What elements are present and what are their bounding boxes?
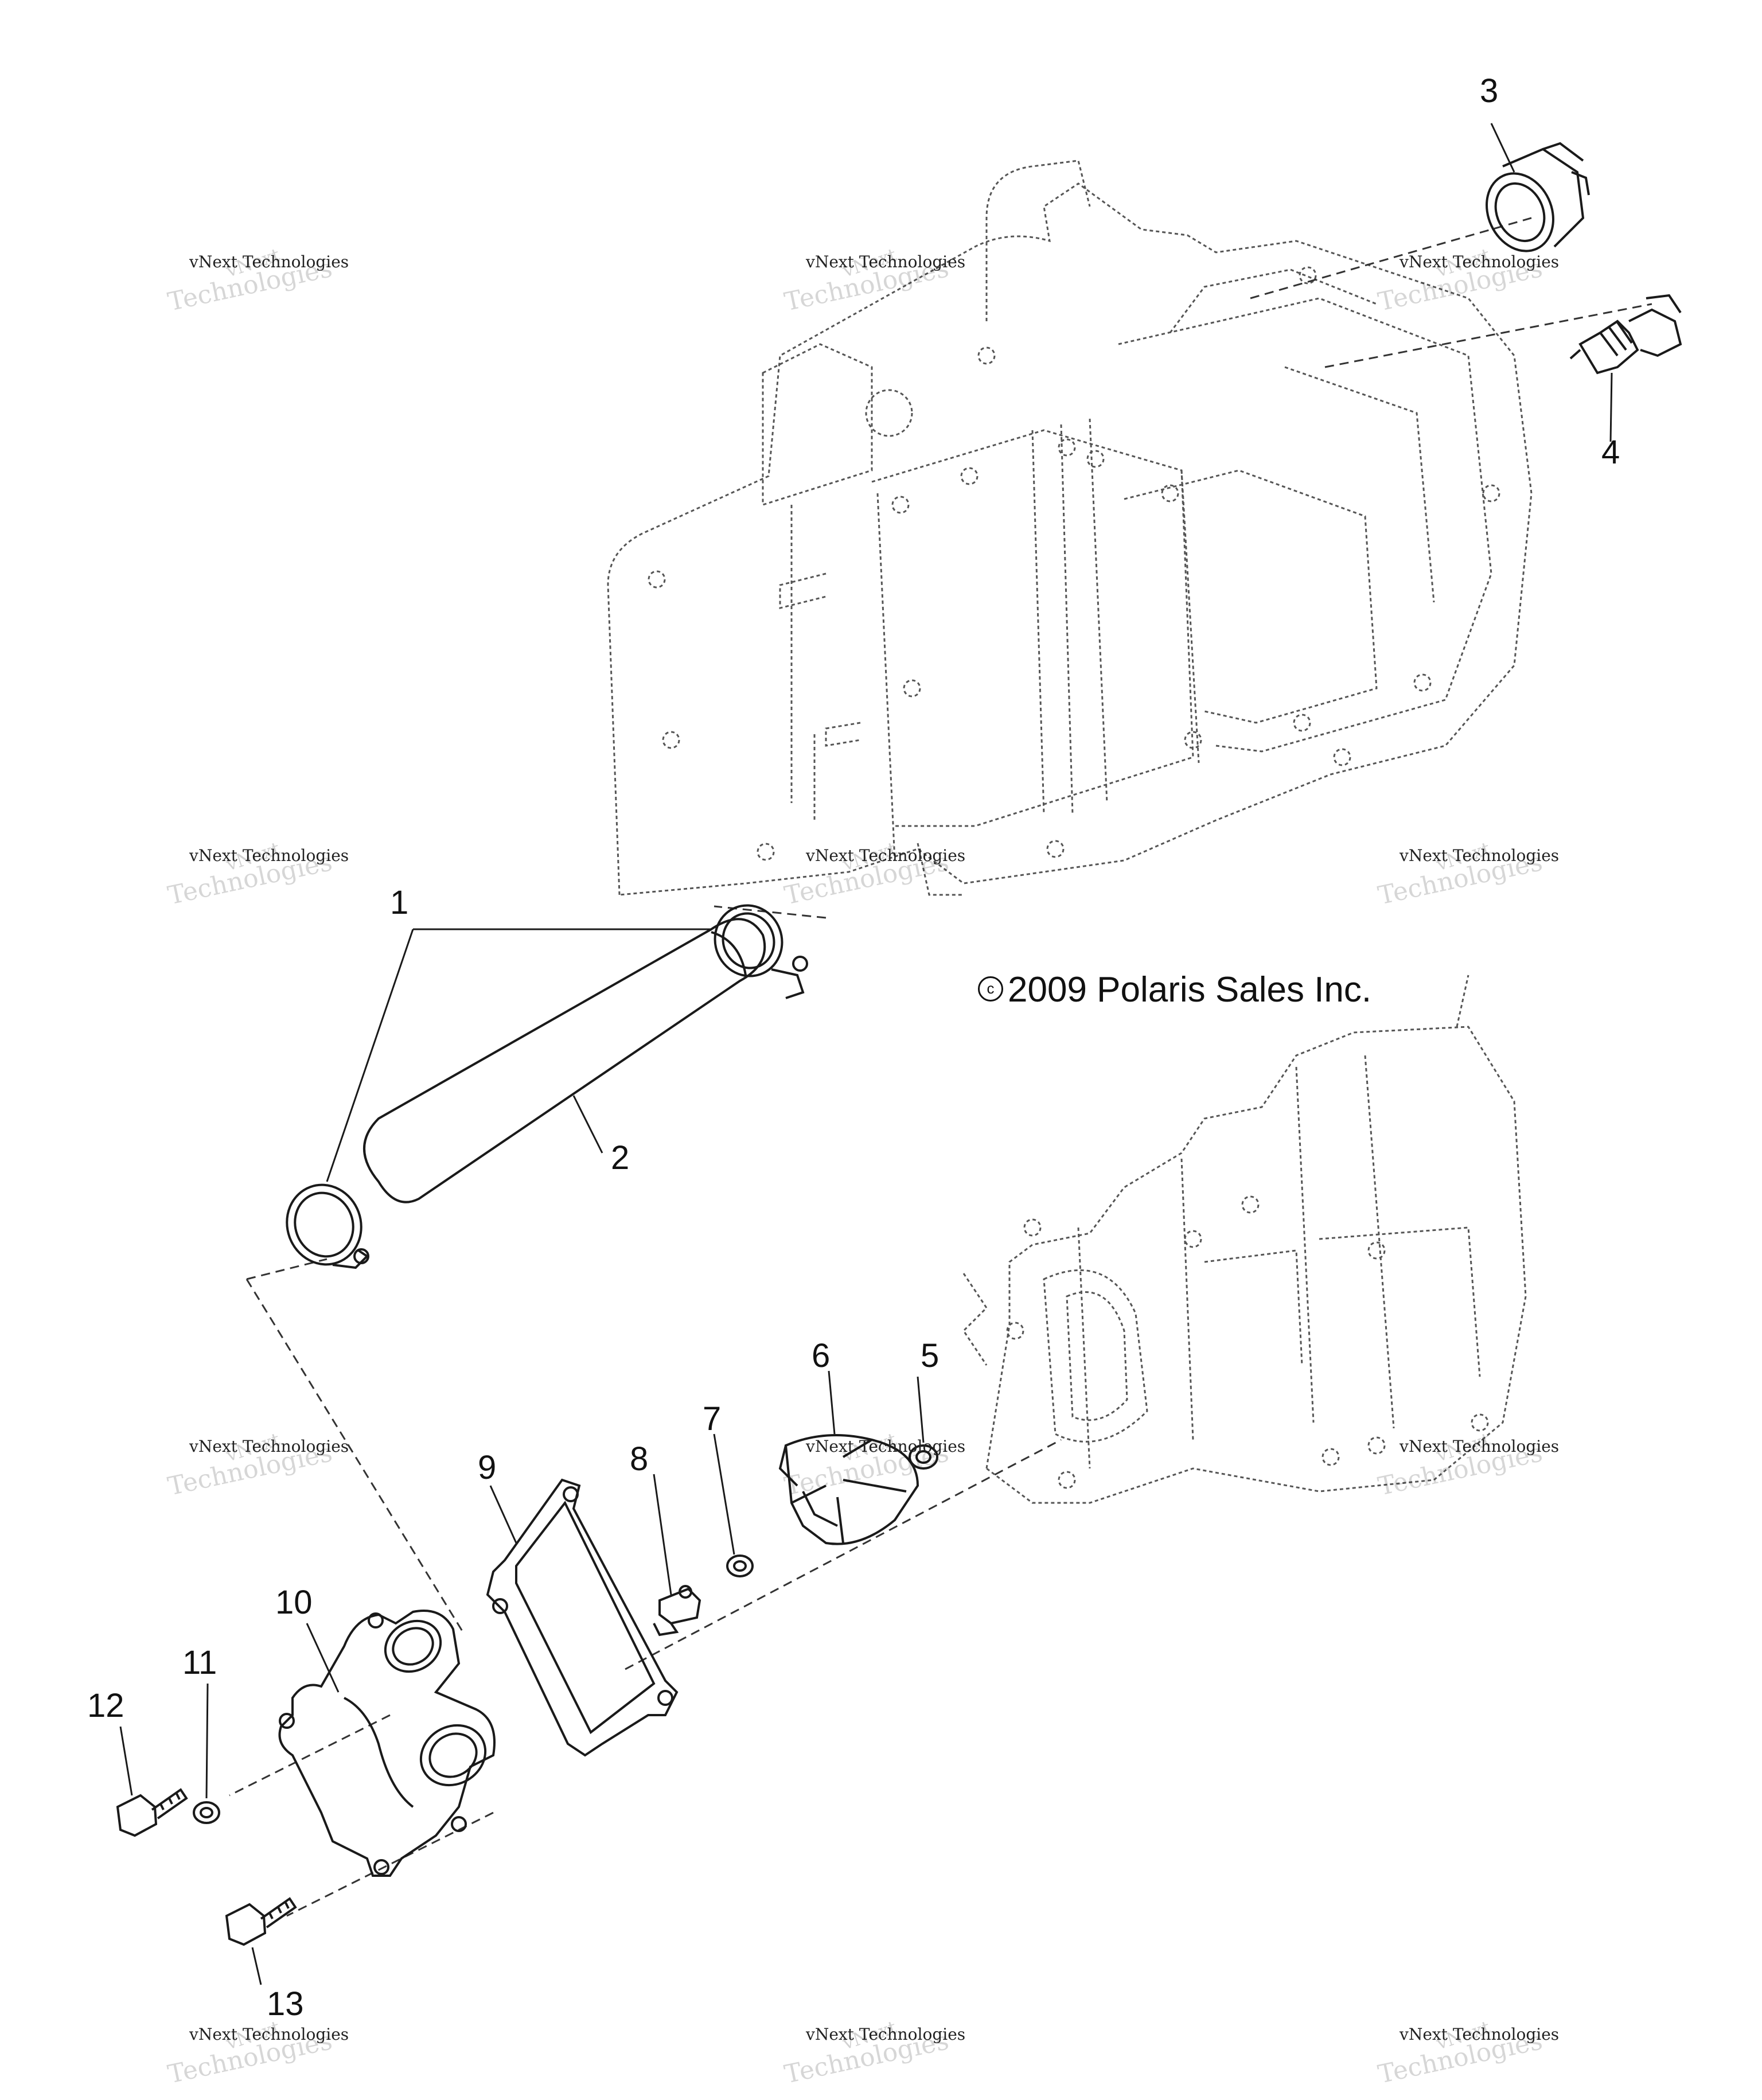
part-1-hose-clamp-upper: [714, 904, 808, 999]
callout-2: 2: [611, 1139, 630, 1176]
callout-7: 7: [703, 1400, 722, 1437]
part-11-washer: [193, 1801, 220, 1824]
part-10-pump-cover: [278, 1610, 496, 1877]
part-12-bolt: [116, 1788, 188, 1837]
callout-12: 12: [87, 1687, 124, 1724]
callout-4: 4: [1601, 434, 1620, 471]
callout-1: 1: [390, 884, 409, 921]
part-2-coolant-hose: [363, 918, 766, 1203]
part-9-gasket: [486, 1478, 679, 1757]
part-7-washer: [726, 1554, 754, 1577]
crankcase-outline: [962, 975, 1527, 1504]
callout-8: 8: [630, 1440, 649, 1478]
callout-5: 5: [921, 1337, 940, 1374]
part-13-bolt: [225, 1897, 297, 1946]
part-1-hose-clamp-lower: [286, 1183, 369, 1269]
callout-leader-lines: [119, 123, 1613, 1985]
callout-9: 9: [478, 1449, 497, 1486]
assembly-leader-lines: [229, 217, 1652, 1917]
part-6-impeller: [778, 1434, 919, 1545]
cylinder-head-outline: [607, 159, 1533, 896]
callout-3: 3: [1480, 72, 1499, 110]
callout-10: 10: [275, 1584, 313, 1621]
part-5-washer: [909, 1444, 938, 1470]
copyright-text: 2009 Polaris Sales Inc.: [1008, 970, 1372, 1010]
part-4-temp-sensor: [1569, 294, 1682, 375]
callout-11: 11: [182, 1644, 217, 1681]
part-8-plug: [653, 1585, 701, 1637]
callout-6: 6: [812, 1337, 831, 1374]
part-3-thermostat: [1486, 142, 1590, 252]
copyright-symbol: c: [978, 976, 1003, 1002]
callout-13: 13: [267, 1985, 304, 2023]
